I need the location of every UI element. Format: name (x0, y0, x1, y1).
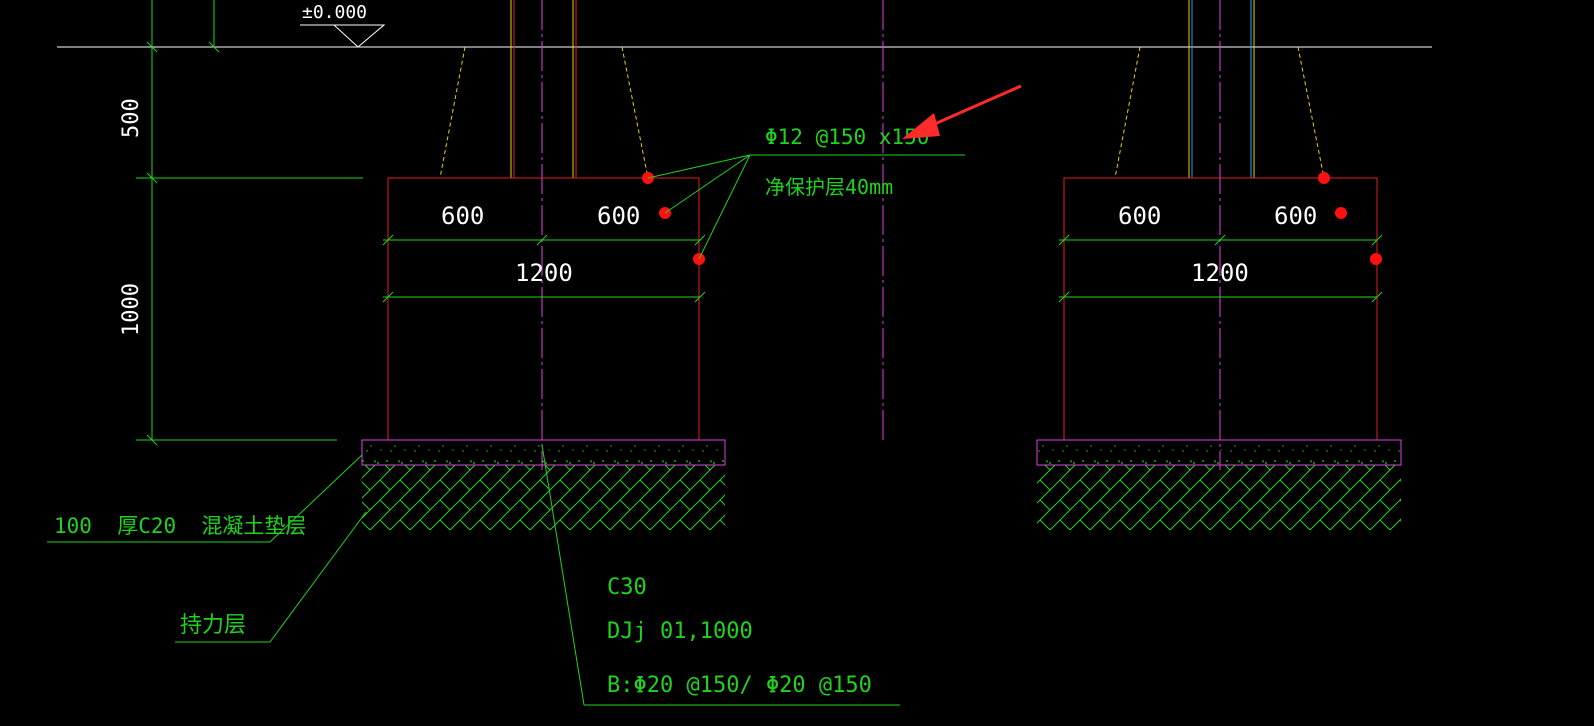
rebar-marker (1318, 172, 1330, 184)
footing-code-leader (541, 444, 900, 706)
cushion-note: 100 厚C20 混凝土垫层 (54, 514, 306, 538)
tick-marks (146, 41, 220, 446)
elevation-label: ±0.000 (302, 2, 367, 23)
footing-right-dim-total: 1200 (1191, 259, 1249, 287)
footing-code: DJj 01,1000 (607, 619, 753, 644)
footing-left-dim-b: 600 (597, 202, 640, 230)
footing-left: 600 600 1200 (361, 0, 726, 530)
rebar-leader-lines (647, 154, 965, 260)
bearing-soil-right (1037, 465, 1401, 530)
cover-note: 净保护层40mm (765, 175, 893, 199)
rebar-marker (1370, 253, 1382, 265)
dim-500-label: 500 (119, 98, 144, 138)
bottom-rebar-note: B:Φ20 @150/ Φ20 @150 (607, 673, 872, 698)
bearing-leader (175, 511, 367, 643)
footing-left-dim-a: 600 (441, 202, 484, 230)
dim-1000-label: 1000 (119, 283, 144, 336)
footing-left-outline (387, 177, 700, 441)
cushion-layer-right (1036, 439, 1402, 466)
bearing-note: 持力层 (180, 613, 246, 638)
rebar-note: Φ12 @150 x150 (765, 125, 929, 149)
elevation-symbol (300, 24, 386, 48)
footing-left-dim-total: 1200 (515, 259, 573, 287)
footing-right-dim-b: 600 (1274, 202, 1317, 230)
footing-right: 600 600 1200 (1036, 0, 1402, 530)
footing-right-dim-a: 600 (1118, 202, 1161, 230)
concrete-grade: C30 (607, 575, 647, 600)
rebar-marker (1335, 207, 1347, 219)
red-arrow-annotation (902, 84, 1022, 139)
bearing-soil-left (362, 465, 725, 530)
cushion-leader (47, 454, 363, 543)
